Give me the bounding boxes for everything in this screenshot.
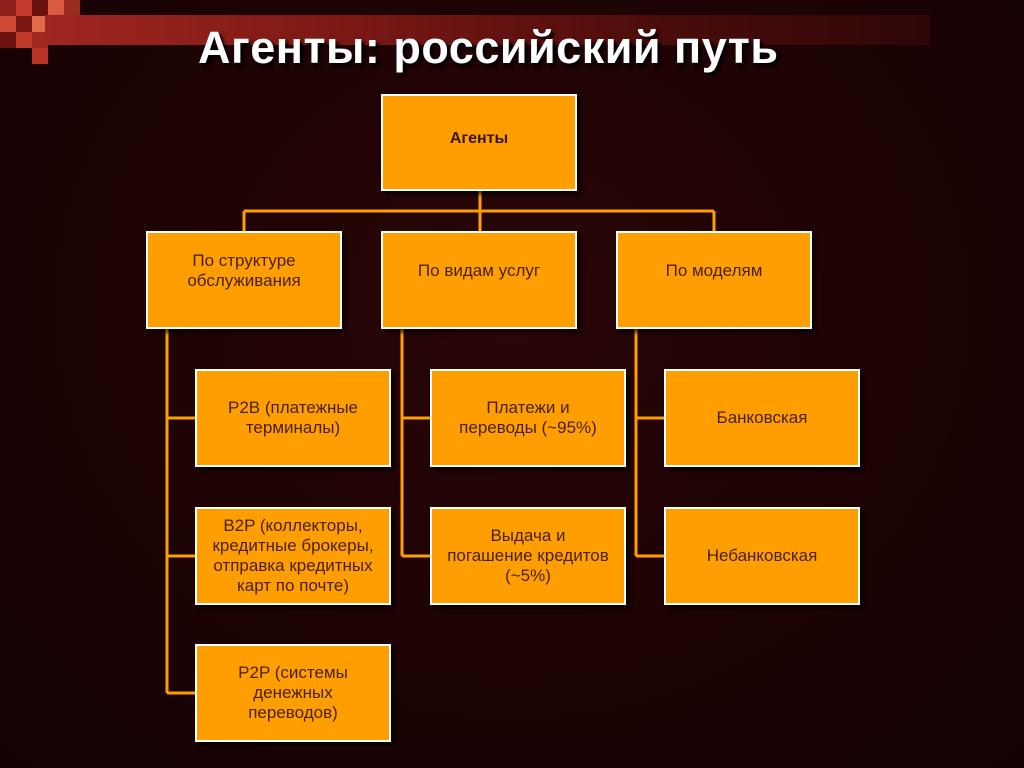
node-p2b: P2B (платежные терминалы) [195, 369, 391, 467]
node-p2p-label: P2P (системы денежных переводов) [238, 663, 348, 722]
node-payments-transfers-label: Платежи и переводы (~95%) [459, 398, 597, 437]
node-bank-model-label: Банковская [716, 408, 808, 427]
node-category-structure: По структуре обслуживания [146, 231, 342, 329]
slide-title: Агенты: российский путь [198, 22, 779, 73]
node-nonbank-model-label: Небанковская [706, 546, 818, 565]
node-category-models: По моделям [616, 231, 812, 329]
node-root-agents: Агенты [381, 94, 577, 191]
node-loans: Выдача и погашение кредитов (~5%) [430, 507, 626, 605]
node-p2b-label: P2B (платежные терминалы) [227, 398, 358, 437]
node-loans-label: Выдача и погашение кредитов (~5%) [447, 526, 609, 585]
node-root-label: Агенты [449, 129, 509, 147]
node-nonbank-model: Небанковская [664, 507, 860, 605]
node-category-services: По видам услуг [381, 231, 577, 329]
node-category-models-label: По моделям [665, 261, 763, 280]
node-bank-model: Банковская [664, 369, 860, 467]
node-b2p-label: B2P (коллекторы, кредитные брокеры, отпр… [212, 516, 374, 595]
node-category-services-label: По видам услуг [417, 261, 541, 280]
node-payments-transfers: Платежи и переводы (~95%) [430, 369, 626, 467]
title-band [45, 15, 930, 45]
node-category-structure-label: По структуре обслуживания [187, 251, 301, 290]
node-p2p: P2P (системы денежных переводов) [195, 644, 391, 742]
node-b2p: B2P (коллекторы, кредитные брокеры, отпр… [195, 507, 391, 605]
